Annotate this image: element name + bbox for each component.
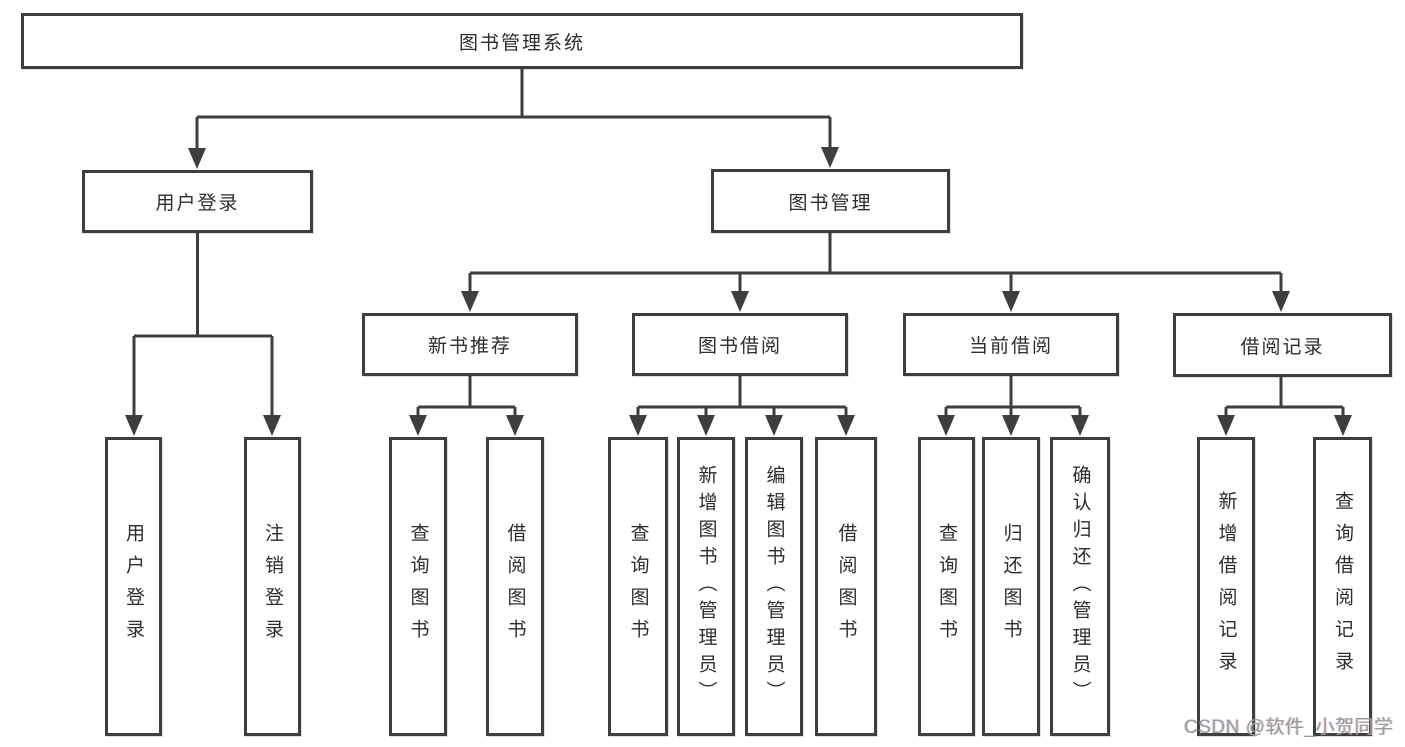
node-book-management: 图书管理 <box>711 169 950 233</box>
node-label: 图书借阅 <box>697 336 782 357</box>
leaf-borrow-books-2: 借阅图书 <box>815 437 877 736</box>
node-label: 注销登录 <box>262 522 283 651</box>
node-label: 图书管理系统 <box>458 32 585 54</box>
node-label: 用户登录 <box>155 193 240 214</box>
node-label: 编辑图书（管理员） <box>763 465 785 708</box>
leaf-edit-books-admin: 编辑图书（管理员） <box>745 437 803 736</box>
leaf-add-books-admin: 新增图书（管理员） <box>677 437 735 736</box>
leaf-borrow-books-1: 借阅图书 <box>486 437 544 736</box>
node-label: 借阅记录 <box>1240 336 1325 358</box>
node-new-book-recommend: 新书推荐 <box>362 313 578 376</box>
node-label: 新书推荐 <box>427 336 512 357</box>
leaf-query-borrow-record: 查询借阅记录 <box>1313 437 1372 736</box>
leaf-query-books-3: 查询图书 <box>918 437 975 736</box>
csdn-watermark: CSDN @软件_小贺同学 <box>1184 717 1394 738</box>
node-label: 归还图书 <box>1000 522 1022 651</box>
node-book-borrow: 图书借阅 <box>632 313 848 376</box>
leaf-logout: 注销登录 <box>244 437 301 736</box>
node-current-borrow: 当前借阅 <box>903 313 1119 376</box>
leaf-add-borrow-record: 新增借阅记录 <box>1197 437 1255 736</box>
node-label: 当前借阅 <box>968 336 1053 357</box>
node-label: 确认归还（管理员） <box>1069 465 1091 708</box>
node-root-library-system: 图书管理系统 <box>21 13 1023 69</box>
node-label: 新增图书（管理员） <box>695 465 717 708</box>
node-label: 查询图书 <box>407 522 429 651</box>
node-borrow-records: 借阅记录 <box>1173 313 1392 377</box>
node-label: 用户登录 <box>123 522 144 651</box>
leaf-query-books-1: 查询图书 <box>389 437 447 736</box>
node-label: 借阅图书 <box>504 522 526 651</box>
node-label: 借阅图书 <box>835 522 857 651</box>
node-user-login: 用户登录 <box>82 170 313 233</box>
leaf-user-login: 用户登录 <box>105 437 162 736</box>
leaf-query-books-2: 查询图书 <box>608 437 668 736</box>
node-label: 查询图书 <box>936 522 957 651</box>
node-label: 新增借阅记录 <box>1215 490 1237 683</box>
node-label: 查询借阅记录 <box>1332 490 1353 683</box>
arrowheads <box>125 147 1352 436</box>
node-label: 图书管理 <box>788 192 873 214</box>
leaf-return-books: 归还图书 <box>982 437 1040 736</box>
leaf-confirm-return-admin: 确认归还（管理员） <box>1050 437 1110 736</box>
node-label: 查询图书 <box>627 522 649 651</box>
